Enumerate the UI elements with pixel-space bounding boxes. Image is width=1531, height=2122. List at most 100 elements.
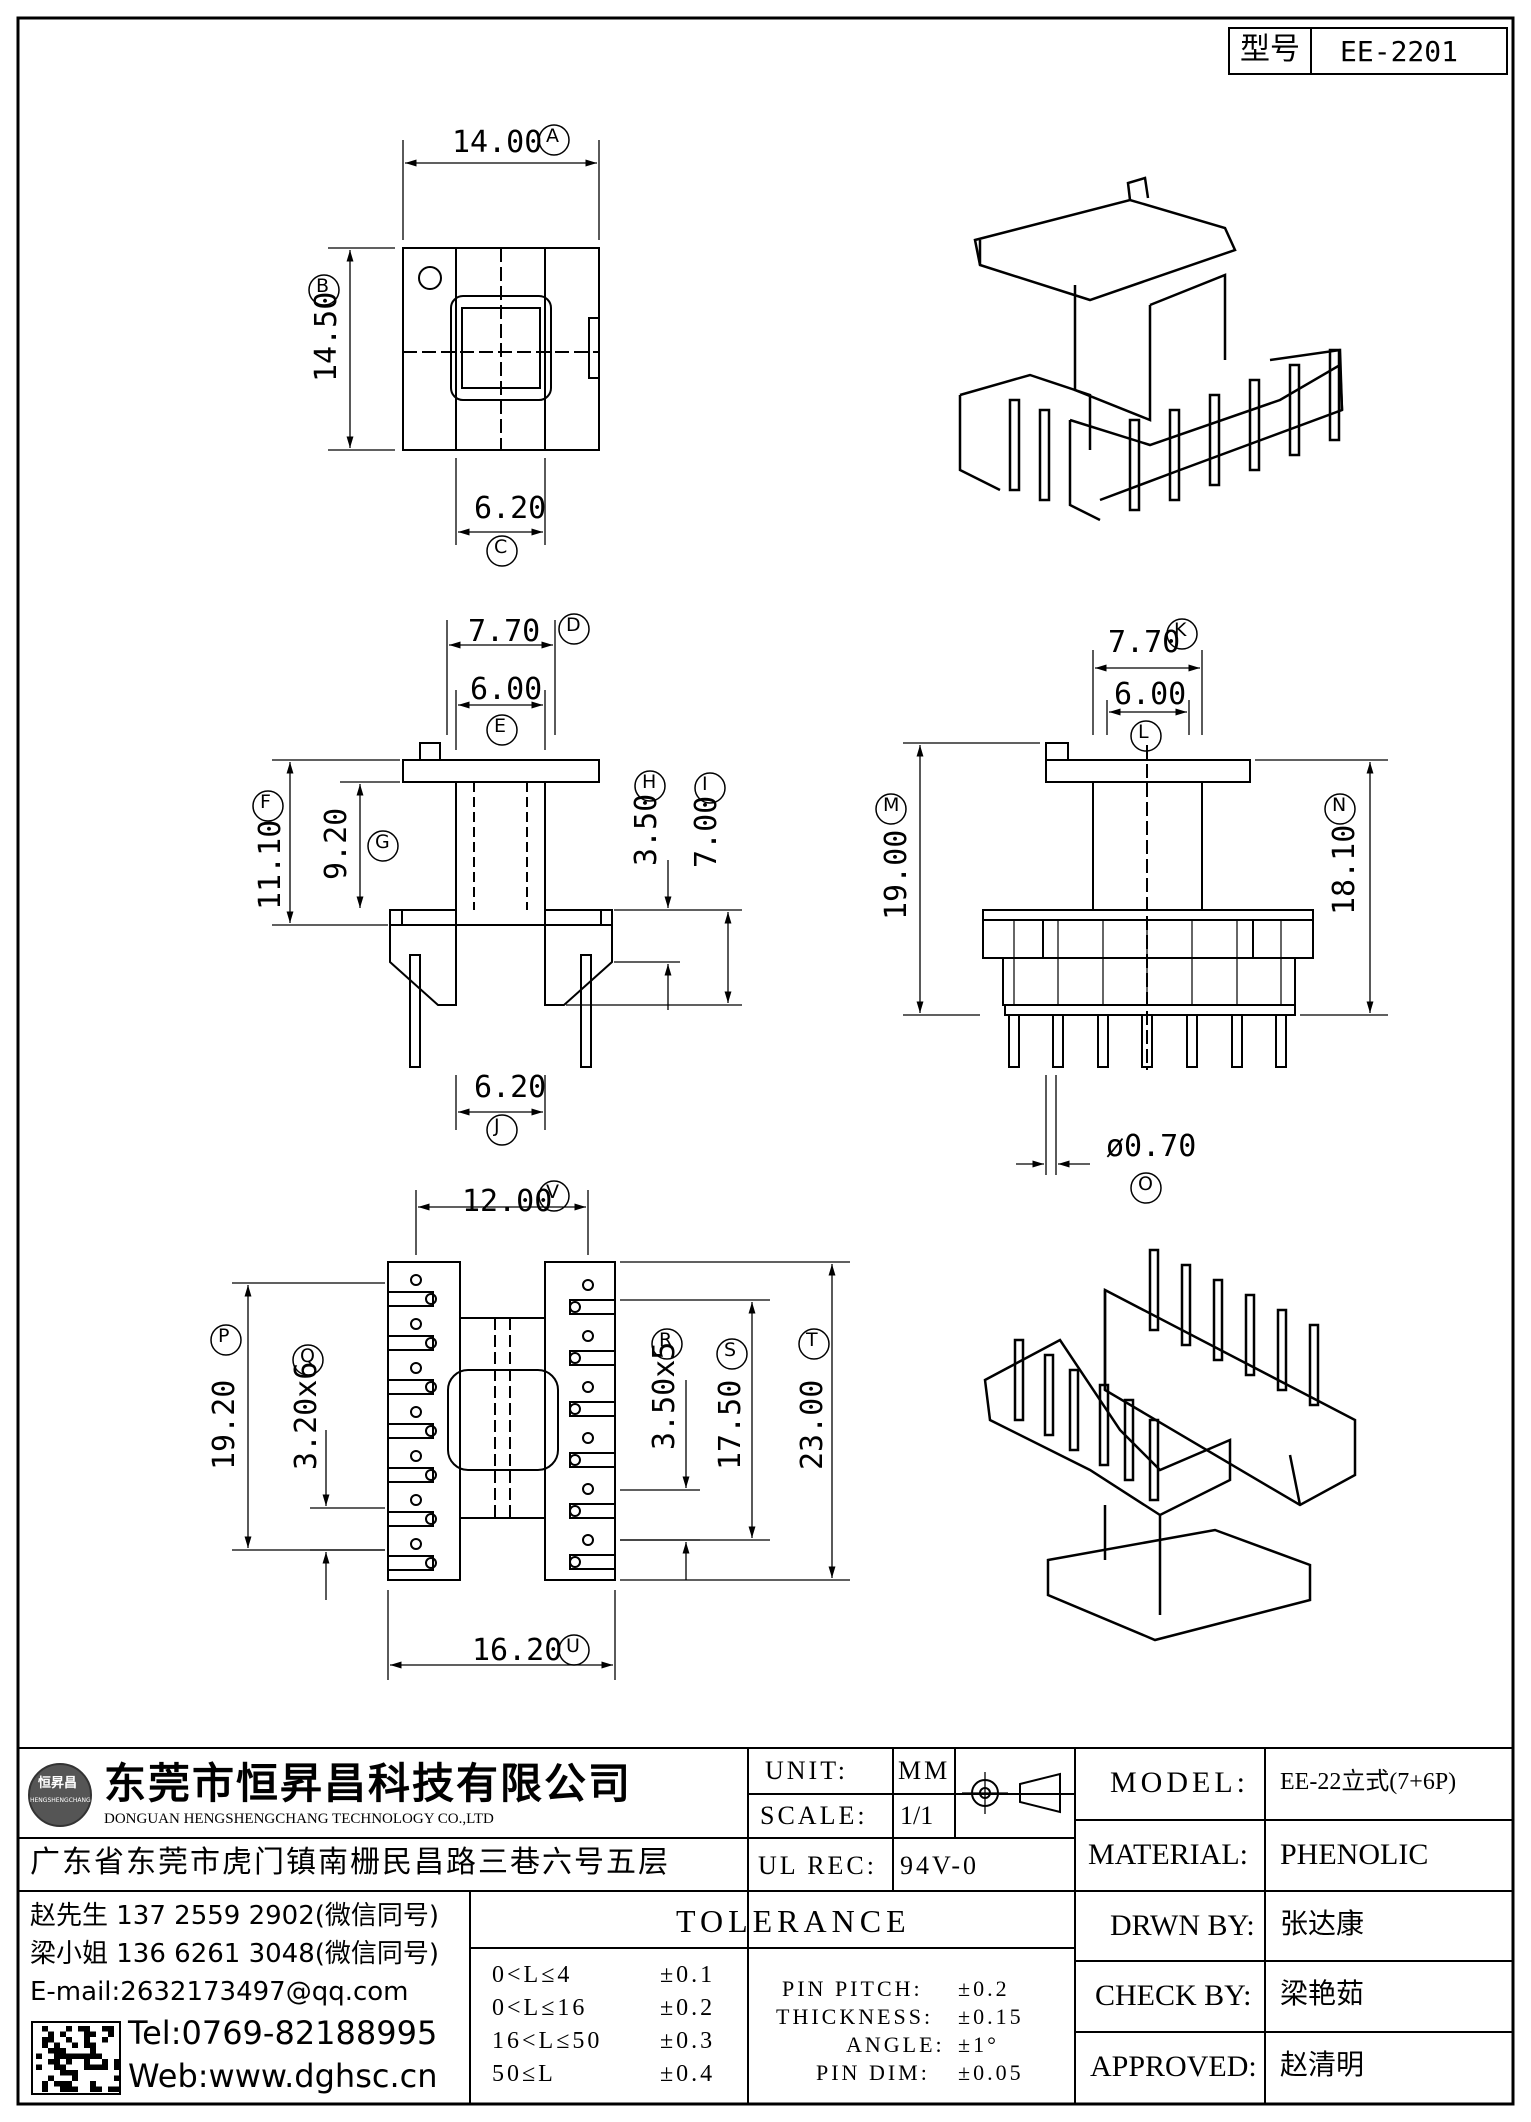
callout-q: Q xyxy=(300,1345,315,1367)
check-by-value: 梁艳茹 xyxy=(1280,1979,1365,2010)
dim-s-value: 17.50 xyxy=(713,1379,748,1470)
pin xyxy=(1097,1014,1109,1068)
callout-circle xyxy=(210,1324,242,1356)
model-number: EE-2201 xyxy=(1340,35,1459,68)
top-view xyxy=(328,140,600,545)
tolerance-value-4: ±0.4 xyxy=(660,2061,716,2087)
drawn-by-label: DRWN BY: xyxy=(1110,1909,1255,1942)
approved-label: APPROVED: xyxy=(1090,2050,1257,2083)
bottom-view xyxy=(232,1190,850,1680)
tolerance-range-2: 0<L≤16 xyxy=(492,1995,588,2021)
isometric-view-top xyxy=(958,176,1344,522)
model-label: MODEL: xyxy=(1110,1766,1249,1799)
pin-hole xyxy=(410,1494,422,1506)
dim-q-value: 3.20x6 xyxy=(289,1361,324,1470)
callout-u: U xyxy=(566,1635,580,1657)
ul-label: UL REC: xyxy=(758,1851,877,1880)
pin-hole xyxy=(582,1381,594,1393)
telephone: Tel:0769-82188995 xyxy=(128,2014,438,2052)
pin xyxy=(1308,1323,1320,1407)
callout-d: D xyxy=(566,614,581,636)
pin-dim-label: PIN DIM: xyxy=(816,2060,930,2085)
pin-hole xyxy=(410,1318,422,1330)
pin xyxy=(1328,348,1341,442)
pin xyxy=(1186,1014,1198,1068)
angle-value: ±1° xyxy=(958,2032,999,2057)
callout-c: C xyxy=(494,536,508,558)
dim-j-value: 6.20 xyxy=(474,1070,547,1105)
callout-circle xyxy=(1130,720,1162,752)
callout-circle xyxy=(1324,793,1356,825)
callout-circle xyxy=(558,613,590,645)
callout-circle xyxy=(694,772,726,804)
callout-r: R xyxy=(659,1329,673,1351)
callout-circle xyxy=(486,535,518,567)
company-logo-icon xyxy=(28,1763,92,1827)
contact-1: 赵先生 137 2559 2902(微信同号) xyxy=(30,1901,440,1931)
callout-circle xyxy=(1166,618,1198,650)
callout-circle xyxy=(308,274,340,306)
front-view xyxy=(272,620,742,1130)
dim-u-value: 16.20 xyxy=(472,1633,563,1668)
check-by-label: CHECK BY: xyxy=(1095,1979,1252,2012)
material-label: MATERIAL: xyxy=(1088,1838,1248,1871)
dim-t-value: 23.00 xyxy=(795,1379,830,1470)
company-name-cn: 东莞市恒昇昌科技有限公司 xyxy=(104,1759,633,1808)
callout-f: F xyxy=(260,791,271,813)
pin xyxy=(1231,1014,1243,1068)
callout-circle xyxy=(798,1328,830,1360)
approved-value: 赵清明 xyxy=(1280,2050,1365,2081)
title-block xyxy=(18,1747,1513,2104)
callout-m: M xyxy=(883,794,900,816)
pin xyxy=(1244,1293,1256,1377)
dim-h-value: 3.50 xyxy=(629,793,664,866)
pin-hole xyxy=(410,1362,422,1374)
dim-c-value: 6.20 xyxy=(474,491,547,526)
isometric-view-bottom xyxy=(983,1248,1357,1642)
tolerance-value-2: ±0.2 xyxy=(660,1995,716,2021)
dim-k-value: 7.70 xyxy=(1108,625,1181,660)
callout-t: T xyxy=(806,1329,818,1351)
callout-circle xyxy=(486,1114,518,1146)
callout-circle xyxy=(634,770,666,802)
callout-circle xyxy=(292,1344,324,1376)
dim-i-value: 7.00 xyxy=(689,795,724,868)
thickness-value: ±0.15 xyxy=(958,2004,1024,2029)
pin xyxy=(1180,1263,1192,1347)
angle-label: ANGLE: xyxy=(846,2032,945,2057)
callout-e: E xyxy=(494,715,507,737)
pin-hole xyxy=(410,1274,422,1286)
callout-circle xyxy=(1130,1172,1162,1204)
callout-j: J xyxy=(494,1115,500,1137)
pin xyxy=(1276,1308,1288,1392)
pin xyxy=(1141,1014,1153,1068)
pin-hole xyxy=(582,1534,594,1546)
callout-circle xyxy=(486,714,518,746)
pin xyxy=(1128,418,1141,512)
pin xyxy=(1123,1398,1135,1482)
company-name-en: DONGUAN HENGSHENGCHANG TECHNOLOGY CO.,LT… xyxy=(104,1811,494,1827)
dim-r-value: 3.50x5 xyxy=(647,1341,682,1450)
dim-d-value: 7.70 xyxy=(468,614,541,649)
callout-circle xyxy=(538,124,570,156)
callout-circle xyxy=(558,1634,590,1666)
pin xyxy=(1052,1014,1064,1068)
callout-a: A xyxy=(546,125,559,147)
tolerance-range-1: 0<L≤4 xyxy=(492,1962,573,1988)
pin xyxy=(1068,1368,1080,1452)
pin xyxy=(1275,1014,1287,1068)
pin xyxy=(1098,1383,1110,1467)
drawn-by-value: 张达康 xyxy=(1280,1909,1365,1940)
company-address: 广东省东莞市虎门镇南栅民昌路三巷六号五层 xyxy=(30,1845,670,1880)
dim-e-value: 6.00 xyxy=(470,672,543,707)
unit-value: MM xyxy=(898,1756,951,1785)
pin-hole xyxy=(582,1330,594,1342)
tolerance-value-1: ±0.1 xyxy=(660,1962,716,1988)
pin-hole xyxy=(582,1483,594,1495)
callout-h: H xyxy=(642,771,657,793)
dim-l-value: 6.00 xyxy=(1114,677,1187,712)
callout-s: S xyxy=(724,1339,737,1361)
dim-f-value: 11.10 xyxy=(253,819,288,910)
pin xyxy=(1008,1014,1020,1068)
